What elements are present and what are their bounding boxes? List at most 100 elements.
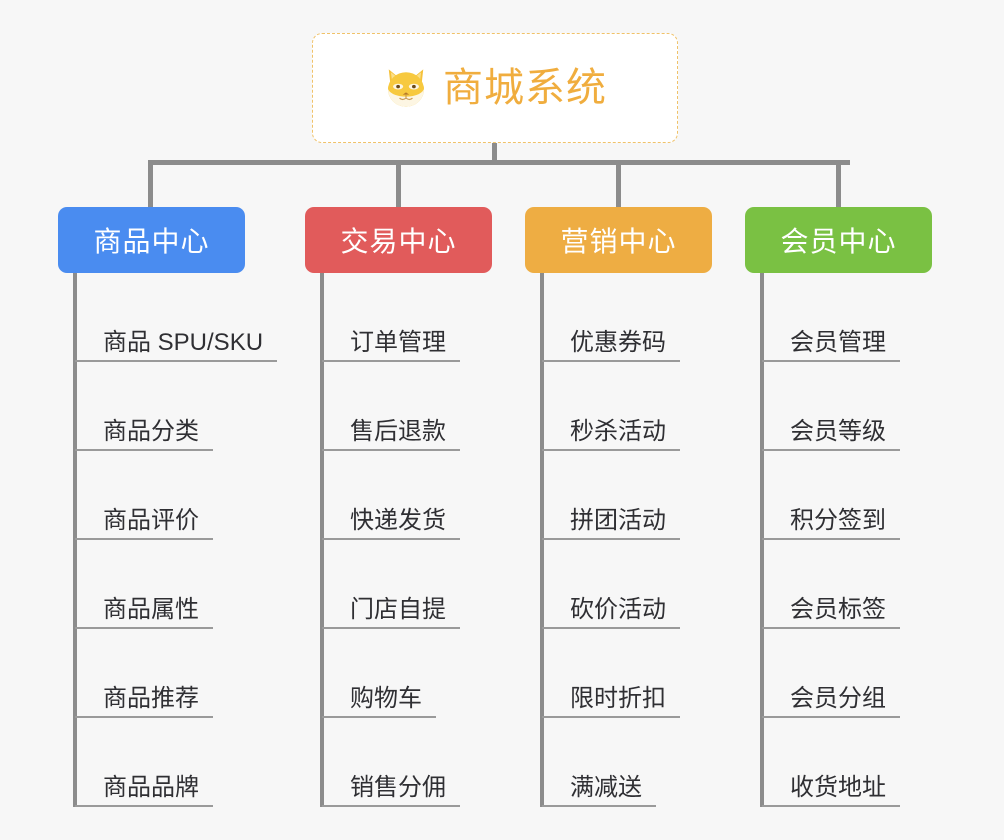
root-node[interactable]: 商城系统 (312, 33, 678, 143)
leaf-label: 优惠券码 (570, 328, 666, 356)
leaf-underline (542, 449, 680, 451)
category-box-marketing-center[interactable]: 营销中心 (525, 207, 712, 273)
leaf-item[interactable]: 商品 SPU/SKU (58, 273, 277, 362)
leaf-label: 快递发货 (350, 506, 446, 534)
connector-spine-trade-center (320, 273, 324, 807)
category-label: 营销中心 (560, 226, 677, 257)
root-title: 商城系统 (443, 66, 607, 110)
leaf-label: 商品分类 (103, 417, 199, 445)
leaf-item[interactable]: 秒杀活动 (525, 362, 712, 451)
category-label: 会员中心 (780, 226, 897, 257)
leaf-item[interactable]: 订单管理 (305, 273, 492, 362)
category-label: 商品中心 (93, 226, 210, 257)
leaf-item[interactable]: 优惠券码 (525, 273, 712, 362)
connector-drop-member-center (836, 160, 841, 207)
connector-horizontal-bus (150, 160, 850, 165)
leaf-label: 商品评价 (103, 506, 199, 534)
leaf-label: 会员标签 (790, 595, 886, 623)
leaf-underline (762, 360, 900, 362)
leaf-label: 秒杀活动 (570, 417, 666, 445)
leaf-label: 限时折扣 (570, 684, 666, 712)
leaf-item[interactable]: 商品品牌 (58, 718, 245, 807)
connector-spine-member-center (760, 273, 764, 807)
leaf-item[interactable]: 会员管理 (745, 273, 932, 362)
leaf-underline (75, 805, 213, 807)
leaf-label: 会员等级 (790, 417, 886, 445)
leaf-label: 积分签到 (790, 506, 886, 534)
leaf-item[interactable]: 门店自提 (305, 540, 492, 629)
leaf-underline (322, 449, 460, 451)
leaf-underline (75, 538, 213, 540)
leaf-label: 会员分组 (790, 684, 886, 712)
leaf-label: 商品 SPU/SKU (103, 328, 264, 356)
leaf-item[interactable]: 售后退款 (305, 362, 492, 451)
leaf-item[interactable]: 商品推荐 (58, 629, 245, 718)
leaf-underline (542, 716, 680, 718)
leaf-item[interactable]: 购物车 (305, 629, 492, 718)
leaf-item[interactable]: 满减送 (525, 718, 712, 807)
connector-drop-trade-center (396, 160, 401, 207)
leaf-item[interactable]: 商品评价 (58, 451, 245, 540)
leaf-underline (75, 360, 277, 362)
connector-spine-marketing-center (540, 273, 544, 807)
leaf-underline (322, 805, 460, 807)
category-box-product-center[interactable]: 商品中心 (58, 207, 245, 273)
category-label: 交易中心 (340, 226, 457, 257)
leaf-underline (322, 627, 460, 629)
leaf-underline (542, 360, 680, 362)
leaf-label: 会员管理 (790, 328, 886, 356)
leaf-label: 商品推荐 (103, 684, 199, 712)
connector-drop-marketing-center (616, 160, 621, 207)
leaf-item[interactable]: 收货地址 (745, 718, 932, 807)
leaf-underline (322, 716, 436, 718)
leaf-item[interactable]: 会员等级 (745, 362, 932, 451)
column-marketing-center: 营销中心优惠券码秒杀活动拼团活动砍价活动限时折扣满减送 (525, 207, 712, 807)
leaf-item[interactable]: 会员分组 (745, 629, 932, 718)
leaf-label: 砍价活动 (570, 595, 666, 623)
leaf-item[interactable]: 商品属性 (58, 540, 245, 629)
connector-spine-product-center (73, 273, 77, 807)
category-box-member-center[interactable]: 会员中心 (745, 207, 932, 273)
leaf-underline (542, 805, 656, 807)
leaf-label: 商品属性 (103, 595, 199, 623)
shiba-dog-face-icon (388, 69, 424, 107)
leaf-item[interactable]: 快递发货 (305, 451, 492, 540)
leaf-label: 销售分佣 (350, 773, 446, 801)
leaf-label: 购物车 (350, 684, 422, 712)
leaf-underline (762, 716, 900, 718)
leaf-underline (75, 716, 213, 718)
leaf-underline (762, 627, 900, 629)
category-box-trade-center[interactable]: 交易中心 (305, 207, 492, 273)
leaf-label: 门店自提 (350, 595, 446, 623)
leaf-underline (75, 449, 213, 451)
leaf-label: 售后退款 (350, 417, 446, 445)
leaf-list-product-center: 商品 SPU/SKU 商品分类商品评价商品属性商品推荐商品品牌 (58, 273, 277, 807)
leaf-label: 商品品牌 (103, 773, 199, 801)
leaf-list-marketing-center: 优惠券码秒杀活动拼团活动砍价活动限时折扣满减送 (525, 273, 712, 807)
connector-drop-product-center (148, 160, 153, 207)
leaf-label: 满减送 (570, 773, 642, 801)
leaf-underline (762, 805, 900, 807)
leaf-item[interactable]: 销售分佣 (305, 718, 492, 807)
leaf-item[interactable]: 拼团活动 (525, 451, 712, 540)
leaf-underline (762, 449, 900, 451)
leaf-item[interactable]: 商品分类 (58, 362, 245, 451)
leaf-list-member-center: 会员管理会员等级积分签到会员标签会员分组收货地址 (745, 273, 932, 807)
leaf-underline (322, 360, 460, 362)
leaf-label: 拼团活动 (570, 506, 666, 534)
leaf-underline (75, 627, 213, 629)
leaf-underline (322, 538, 460, 540)
leaf-underline (542, 538, 680, 540)
leaf-label: 订单管理 (350, 328, 446, 356)
leaf-item[interactable]: 砍价活动 (525, 540, 712, 629)
leaf-item[interactable]: 积分签到 (745, 451, 932, 540)
connector-root-stem (492, 143, 497, 164)
leaf-list-trade-center: 订单管理售后退款快递发货门店自提购物车销售分佣 (305, 273, 492, 807)
leaf-item[interactable]: 会员标签 (745, 540, 932, 629)
leaf-item[interactable]: 限时折扣 (525, 629, 712, 718)
leaf-underline (542, 627, 680, 629)
leaf-underline (762, 538, 900, 540)
column-trade-center: 交易中心订单管理售后退款快递发货门店自提购物车销售分佣 (305, 207, 492, 807)
column-member-center: 会员中心会员管理会员等级积分签到会员标签会员分组收货地址 (745, 207, 932, 807)
